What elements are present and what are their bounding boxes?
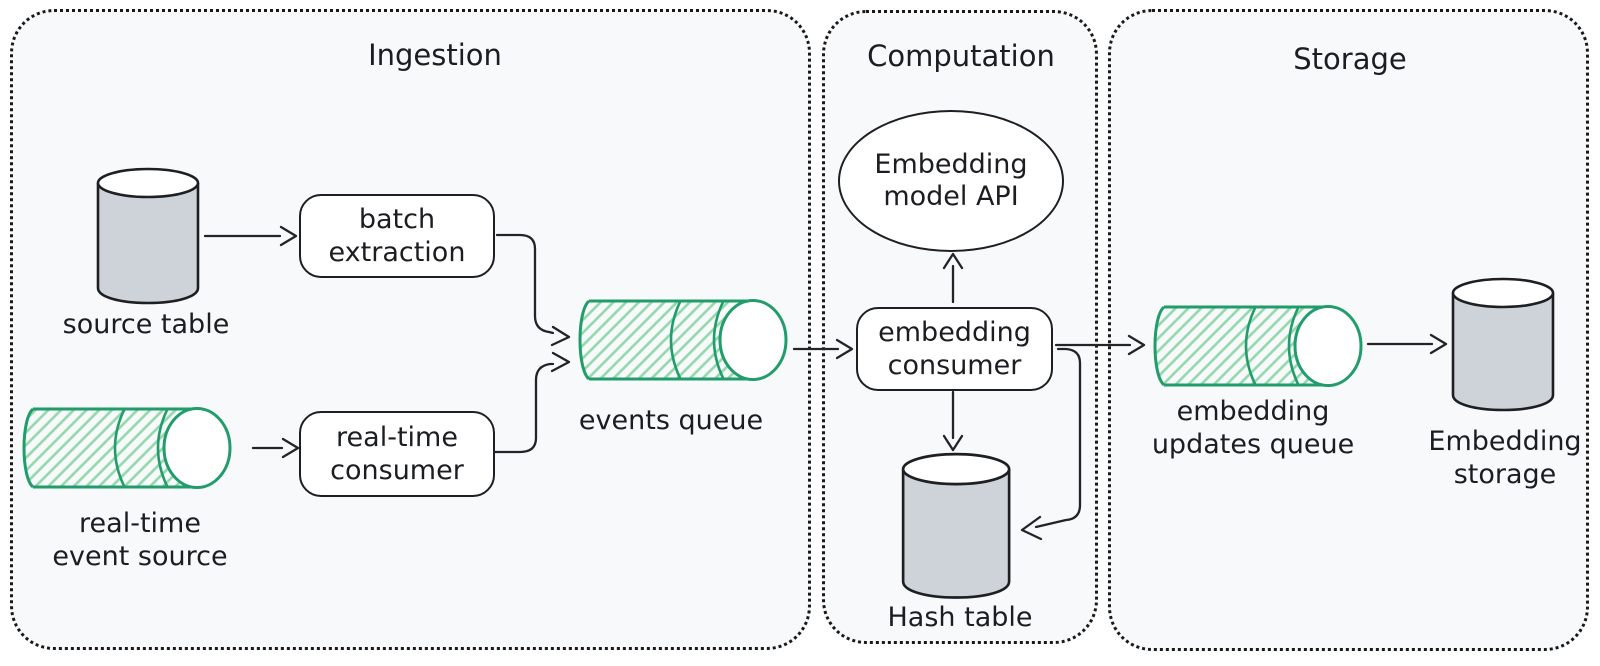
cylinder-body (903, 469, 1010, 598)
embedding-updates-queue-label-line2: updates queue (1151, 429, 1355, 460)
source-table-label: source table (62, 309, 230, 340)
arrow-rt-source-to-rt-consumer (251, 437, 300, 459)
embedding-model-api-node: Embedding model API (838, 110, 1064, 252)
queue-body-hatch (1155, 307, 1329, 385)
cylinder-body (1453, 293, 1553, 410)
section-title-computation: Computation (867, 39, 1055, 73)
arrow-rt-consumer-to-events-queue (493, 351, 571, 454)
arrow-embedding-consumer-to-updates-queue (1054, 334, 1146, 356)
queue-outline (578, 299, 754, 381)
real-time-consumer-label-line1: real-time (336, 422, 458, 453)
batch-extraction-node: batch extraction (299, 194, 495, 278)
cylinder-outline (901, 469, 1011, 599)
section-title-storage: Storage (1293, 42, 1407, 76)
queue-open-end (162, 407, 232, 489)
queue-outline (1153, 305, 1329, 387)
queue-open-end (718, 299, 788, 381)
cylinder-body (98, 183, 198, 303)
hash-table-cylinder (901, 452, 1011, 599)
embedding-updates-queue-label-line1: embedding (1176, 396, 1330, 427)
cylinder-top (96, 167, 200, 199)
source-table-cylinder (96, 167, 200, 305)
cylinder-outline (1451, 293, 1555, 412)
arrow-embedding-consumer-to-model-api (942, 252, 964, 304)
real-time-consumer-node: real-time consumer (299, 411, 495, 497)
cylinder-top (901, 452, 1011, 486)
queue-body-hatch (24, 409, 198, 487)
arrow-updates-queue-to-embedding-storage (1366, 333, 1448, 355)
real-time-event-source-queue-cylinder (22, 407, 232, 489)
queue-body-hatch (580, 301, 754, 379)
embedding-model-api-label-line2: model API (883, 181, 1019, 212)
embedding-consumer-node: embedding consumer (856, 307, 1053, 391)
cylinder-outline (96, 183, 200, 305)
arrow-embedding-consumer-to-hash-table (942, 390, 964, 452)
batch-extraction-label-line2: extraction (328, 237, 466, 268)
arrow-batch-extraction-to-events-queue (495, 233, 571, 347)
embedding-storage-label-line1: Embedding (1428, 426, 1582, 457)
queue-divider (669, 301, 725, 379)
embedding-consumer-label-line1: embedding (878, 317, 1031, 348)
hash-table-label: Hash table (887, 602, 1033, 633)
embedding-updates-queue-cylinder (1153, 305, 1363, 387)
batch-extraction-label-line1: batch (358, 204, 436, 235)
embedding-storage-cylinder (1451, 277, 1555, 412)
embedding-updates-queue-label: embedding updates queue (1152, 395, 1354, 461)
section-title-ingestion: Ingestion (368, 38, 502, 72)
events-queue-cylinder (578, 299, 788, 381)
events-queue-label: events queue (578, 405, 764, 436)
embedding-model-api-label-line1: Embedding (874, 149, 1028, 180)
arrow-embedding-consumer-loop-to-hash-table (1020, 347, 1082, 541)
embedding-storage-label-line2: storage (1453, 459, 1557, 490)
real-time-event-source-label: real-time event source (52, 507, 227, 573)
queue-outline (22, 407, 198, 489)
queue-divider (1244, 307, 1300, 385)
embedding-consumer-label-line2: consumer (887, 350, 1022, 381)
queue-open-end (1293, 305, 1363, 387)
cylinder-top (1451, 277, 1555, 309)
real-time-consumer-label-line2: consumer (330, 455, 464, 486)
arrow-events-queue-to-embedding-consumer (792, 338, 854, 360)
real-time-event-source-label-line2: event source (52, 541, 228, 572)
arrow-source-table-to-batch-extraction (203, 225, 298, 247)
embedding-storage-label: Embedding storage (1428, 425, 1581, 491)
real-time-event-source-label-line1: real-time (79, 508, 201, 539)
queue-divider (113, 409, 169, 487)
